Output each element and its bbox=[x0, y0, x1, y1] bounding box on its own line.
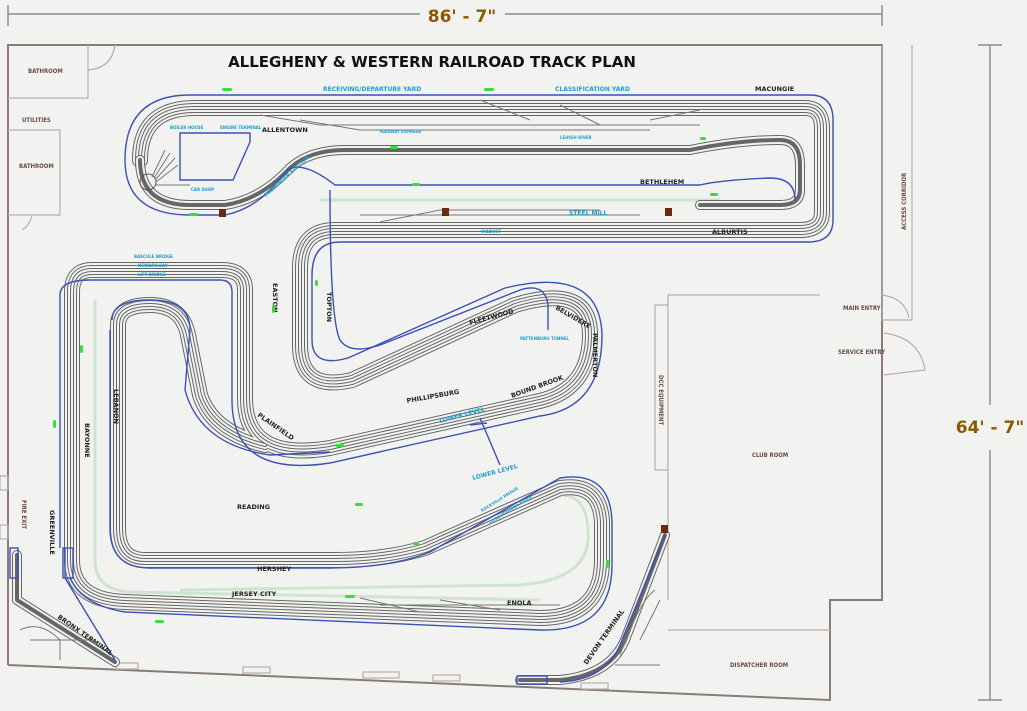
town-reading: READING bbox=[237, 503, 270, 511]
label-viaduct: VIADUCT bbox=[481, 229, 501, 234]
control-panel bbox=[219, 209, 226, 217]
label-newark-bay: NEWARK BAY bbox=[138, 263, 168, 268]
label-pattenburg-tunnel: PATTENBURG TUNNEL bbox=[520, 336, 569, 341]
town-alburtis: ALBURTIS bbox=[712, 228, 748, 236]
building-walls bbox=[0, 44, 926, 702]
town-macungie: MACUNGIE bbox=[755, 85, 794, 93]
town-phillipsburg: PHILLIPSBURG bbox=[406, 388, 460, 405]
label-engine-terminal: ENGINE TERMINAL bbox=[220, 125, 262, 130]
label-car-shop: CAR SHOP bbox=[191, 187, 214, 192]
town-palmerton: PALMERTON bbox=[591, 333, 599, 377]
control-panel bbox=[665, 208, 672, 216]
room-fire-exit: FIRE EXIT bbox=[20, 500, 27, 529]
label-lehigh-river: LEHIGH RIVER bbox=[560, 135, 592, 140]
control-panel bbox=[442, 208, 449, 216]
room-bathroom-2: BATHROOM bbox=[19, 163, 54, 170]
dimension-lines bbox=[7, 5, 1002, 701]
label-receiving-yard: RECEIVING/DEPARTURE YARD bbox=[323, 86, 421, 93]
room-service-entry: SERVICE ENTRY bbox=[838, 349, 885, 356]
label-boiler-house: BOILER HOUSE bbox=[170, 125, 204, 130]
label-steel-mill: STEEL MILL bbox=[569, 210, 608, 217]
label-bascule-bridge: BASCULE BRIDGE bbox=[134, 254, 173, 259]
label-passenger-station: PASSENGER STATION bbox=[263, 155, 311, 199]
town-easton: EASTON bbox=[271, 283, 279, 313]
width-dimension: 86' - 7" bbox=[428, 7, 496, 27]
label-classification-yard: CLASSIFICATION YARD bbox=[555, 86, 630, 93]
label-lower-level-lower: LOWER LEVEL bbox=[472, 463, 519, 482]
room-access-corridor: ACCESS CORRIDOR bbox=[901, 172, 908, 230]
room-dcc-equipment: DCC EQUIPMENT bbox=[657, 375, 664, 425]
room-dispatcher-room: DISPATCHER ROOM bbox=[730, 662, 788, 669]
room-utilities: UTILITIES bbox=[22, 117, 51, 124]
height-dimension: 64' - 7" bbox=[956, 418, 1024, 438]
town-lebanon: LEBANON bbox=[112, 389, 120, 424]
room-main-entry: MAIN ENTRY bbox=[843, 305, 881, 312]
scenery-lines bbox=[93, 198, 720, 602]
town-topton: TOPTON bbox=[325, 292, 333, 322]
town-greenville: GREENVILLE bbox=[48, 510, 56, 555]
green-tags bbox=[53, 88, 718, 623]
town-hershey: HERSHEY bbox=[257, 565, 291, 573]
label-lift-bridge: LIFT BRIDGE bbox=[138, 272, 166, 277]
control-panel bbox=[661, 525, 668, 533]
room-bathroom-1: BATHROOM bbox=[28, 68, 63, 75]
town-jersey-city: JERSEY CITY bbox=[231, 590, 277, 598]
room-club-room: CLUB ROOM bbox=[752, 452, 788, 459]
fascia-outlines bbox=[9, 94, 834, 685]
town-bethlehem: BETHLEHEM bbox=[640, 178, 684, 186]
town-bayonne: BAYONNE bbox=[83, 423, 91, 458]
town-enola: ENOLA bbox=[507, 599, 532, 607]
plan-title: ALLEGHENY & WESTERN RAILROAD TRACK PLAN bbox=[228, 53, 636, 71]
label-railway-express: RAILWAY EXPRESS bbox=[380, 129, 421, 134]
control-panels bbox=[219, 208, 672, 533]
town-allentown: ALLENTOWN bbox=[262, 126, 308, 134]
